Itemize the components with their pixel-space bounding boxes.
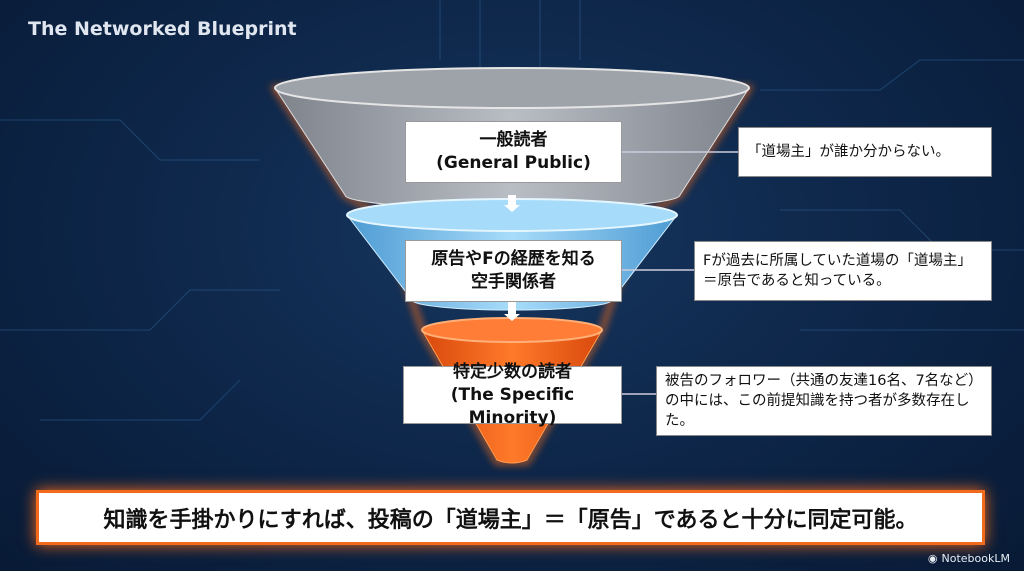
tier-2-label: 原告やFの経歴を知る 空手関係者 — [405, 240, 622, 302]
tier-2-label-line2: 空手関係者 — [471, 272, 556, 292]
tier-3-label-line1: 特定少数の読者 — [453, 361, 572, 382]
tier-2-label-line1: 原告やFの経歴を知る — [431, 249, 596, 269]
tier-1-callout: 「道場主」が誰か分からない。 — [738, 127, 992, 177]
tier-1-label-line2: (General Public) — [436, 153, 591, 173]
tier-1-label: 一般読者 (General Public) — [405, 121, 622, 183]
notebooklm-icon: ◉ — [927, 552, 938, 565]
notebooklm-logo: ◉ NotebookLM — [928, 552, 1010, 565]
flow-arrows — [504, 195, 520, 321]
logo-text: NotebookLM — [941, 552, 1010, 565]
tier-2-callout: Fが過去に所属していた道場の「道場主」＝原告であると知っている。 — [694, 241, 992, 301]
slide-title: The Networked Blueprint — [28, 18, 297, 40]
circuit-lines — [0, 0, 1024, 421]
connector-lines — [620, 151, 738, 395]
tier-1-label-line1: 一般読者 — [479, 130, 548, 150]
conclusion-banner: 知識を手掛かりにすれば、投稿の「道場主」＝「原告」であると十分に同定可能。 — [36, 490, 985, 545]
tier-3-callout: 被告のフォロワー（共通の友達16名、7名など）の中には、この前提知識を持つ者が多… — [656, 366, 992, 436]
tier-3-label: 特定少数の読者 (The Specific Minority) — [403, 362, 622, 428]
tier-3-label-line2: (The Specific Minority) — [450, 384, 575, 428]
